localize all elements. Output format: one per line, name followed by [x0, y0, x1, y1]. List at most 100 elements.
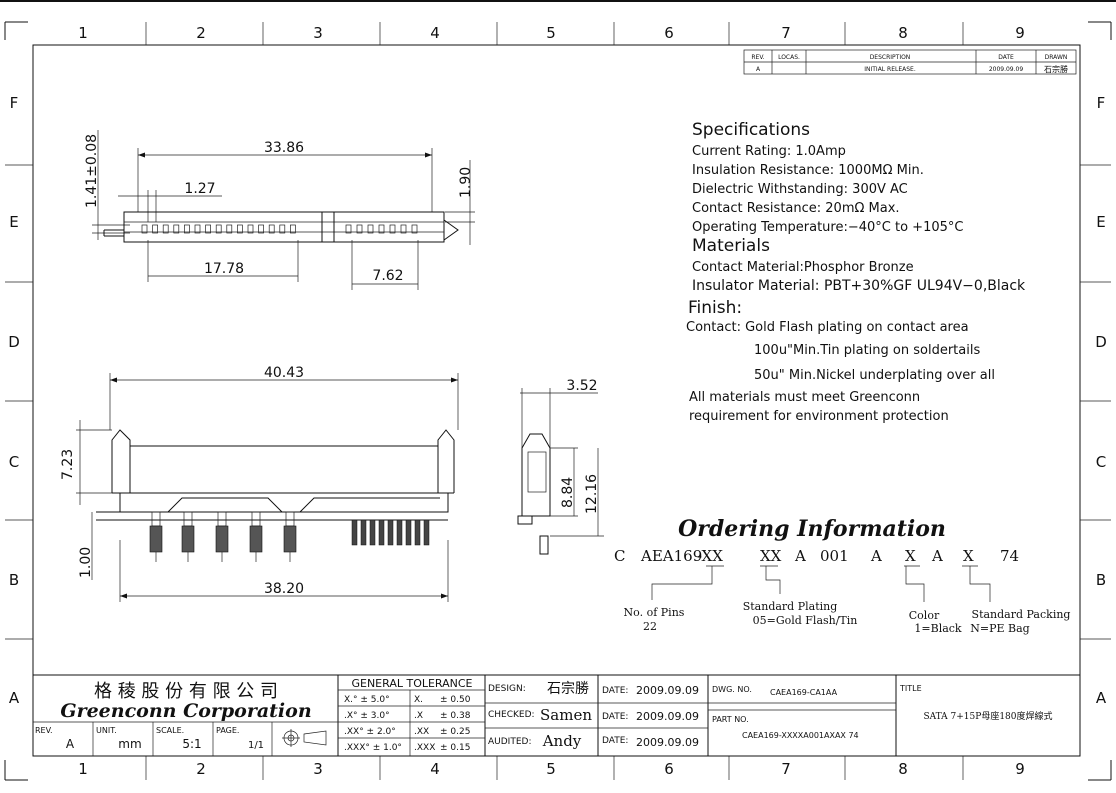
zone-column-label: 4 — [430, 760, 440, 778]
solder-tail — [251, 511, 261, 527]
checked-value: Samen — [540, 706, 592, 724]
rev-label: REV. — [35, 726, 53, 735]
scale-label: SCALE. — [156, 726, 184, 735]
code-c: C — [614, 547, 625, 565]
dwg-value: CAEA169-CA1AA — [770, 688, 838, 697]
solder-tail — [249, 525, 263, 553]
pin-contact — [356, 224, 363, 234]
zone-column-label: 4 — [430, 24, 440, 42]
solder-tail — [405, 519, 412, 546]
plating-value: 05=Gold Flash/Tin — [753, 614, 858, 627]
solder-tail — [283, 525, 297, 553]
pin-contact — [205, 224, 211, 234]
company-cn: 格 稜 股 份 有 限 公 司 — [94, 681, 278, 702]
code-a2: A — [870, 547, 882, 565]
tol-angular: .X° ± 3.0° — [344, 711, 390, 721]
zone-column-label: 6 — [664, 760, 674, 778]
date-label: DATE: — [602, 712, 628, 722]
zone-row-label: A — [1096, 689, 1107, 707]
packing-label: Standard Packing — [972, 608, 1071, 621]
dim-40-43: 40.43 — [264, 365, 304, 381]
tol-linear-value: ± 0.50 — [440, 695, 471, 705]
env-line: All materials must meet Greenconn — [689, 390, 920, 405]
pins-value: 22 — [643, 620, 657, 633]
tol-linear-value: ± 0.15 — [440, 743, 470, 753]
ordering-information: Ordering Information C AEA169 -XX XX A 0… — [614, 516, 1070, 635]
code-series: AEA169 — [640, 547, 702, 565]
rev-header-description: DESCRIPTION — [870, 54, 911, 61]
dim-3-52: 3.52 — [566, 378, 597, 394]
zone-column-label: 7 — [781, 760, 791, 778]
dim-8-84: 8.84 — [560, 477, 576, 508]
pin-contact — [290, 224, 296, 234]
date-label: DATE: — [602, 686, 628, 696]
solder-tail — [181, 525, 195, 553]
spec-line: Current Rating: 1.0Amp — [692, 144, 846, 159]
zone-row-label: F — [1097, 94, 1106, 112]
zone-column-label: 6 — [664, 24, 674, 42]
rev-header-drawn: DRAWN — [1045, 54, 1068, 61]
code-001: 001 — [820, 547, 849, 565]
zone-column-label: 5 — [546, 24, 556, 42]
dim-1-41: 1.41±0.08 — [84, 134, 100, 208]
date-label: DATE: — [602, 736, 628, 746]
zone-column-label: 1 — [78, 24, 88, 42]
design-label: DESIGN: — [488, 684, 526, 694]
zone-column-label: 9 — [1015, 24, 1025, 42]
pin-contact — [152, 224, 158, 234]
solder-tail — [215, 525, 229, 553]
zone-column-label: 9 — [1015, 760, 1025, 778]
solder-tail — [414, 519, 421, 546]
pin-contact — [141, 224, 148, 234]
rev-drawn: 石宗勝 — [1044, 64, 1068, 74]
page-label: PAGE. — [216, 726, 239, 735]
pin-contact — [400, 224, 407, 234]
pin-contact — [173, 224, 180, 234]
pin-contact — [268, 224, 275, 234]
rev-value: A — [756, 66, 761, 73]
tol-angular: X.° ± 5.0° — [344, 695, 390, 705]
dim-38-20: 38.20 — [264, 581, 304, 597]
solder-tail — [369, 519, 376, 546]
date-value: 2009.09.09 — [636, 736, 699, 749]
code-a1: A — [794, 547, 806, 565]
dim-12-16: 12.16 — [584, 474, 600, 514]
dwg-label: DWG. NO. — [712, 685, 752, 694]
unit-value: mm — [118, 737, 141, 751]
dim-17-78: 17.78 — [204, 261, 244, 277]
rev-header-date: DATE — [998, 54, 1014, 61]
zone-column-label: 5 — [546, 760, 556, 778]
pin-contact — [345, 224, 352, 234]
code-packing: X — [963, 547, 974, 565]
rev-description: INITIAL RELEASE. — [864, 66, 916, 73]
pin-contact — [184, 224, 190, 234]
spec-line: Operating Temperature:−40°C to +105°C — [692, 220, 963, 235]
plating-label: Standard Plating — [743, 600, 838, 613]
page-value: 1/1 — [248, 740, 264, 751]
scale-value: 5:1 — [182, 737, 201, 751]
side-view: 3.52 8.84 12.16 — [517, 378, 604, 555]
finish-heading: Finish: — [688, 298, 742, 318]
dim-7-62: 7.62 — [372, 268, 403, 284]
zone-row-label: E — [9, 213, 18, 231]
company-en: Greenconn Corporation — [60, 700, 311, 722]
front-view: 40.43 7.23 1.00 38.20 — [60, 365, 459, 602]
pin-contact — [411, 224, 418, 234]
zone-row-label: B — [9, 571, 19, 589]
dim-7-23: 7.23 — [60, 449, 76, 480]
ordering-title: Ordering Information — [678, 516, 946, 542]
pin-contact — [258, 224, 264, 234]
dim-1-00: 1.00 — [78, 547, 94, 578]
zone-row-label: C — [9, 453, 19, 471]
projection-symbol-icon — [282, 729, 327, 747]
audited-value: Andy — [542, 732, 582, 750]
zone-row-label: D — [1095, 333, 1107, 351]
zone-column-label: 1 — [78, 760, 88, 778]
finish-line: Contact: Gold Flash plating on contact a… — [686, 320, 969, 335]
spec-line: Insulation Resistance: 1000MΩ Min. — [692, 163, 924, 178]
pin-contact — [247, 224, 254, 234]
pin-contact — [378, 224, 385, 234]
solder-tail — [351, 519, 358, 546]
